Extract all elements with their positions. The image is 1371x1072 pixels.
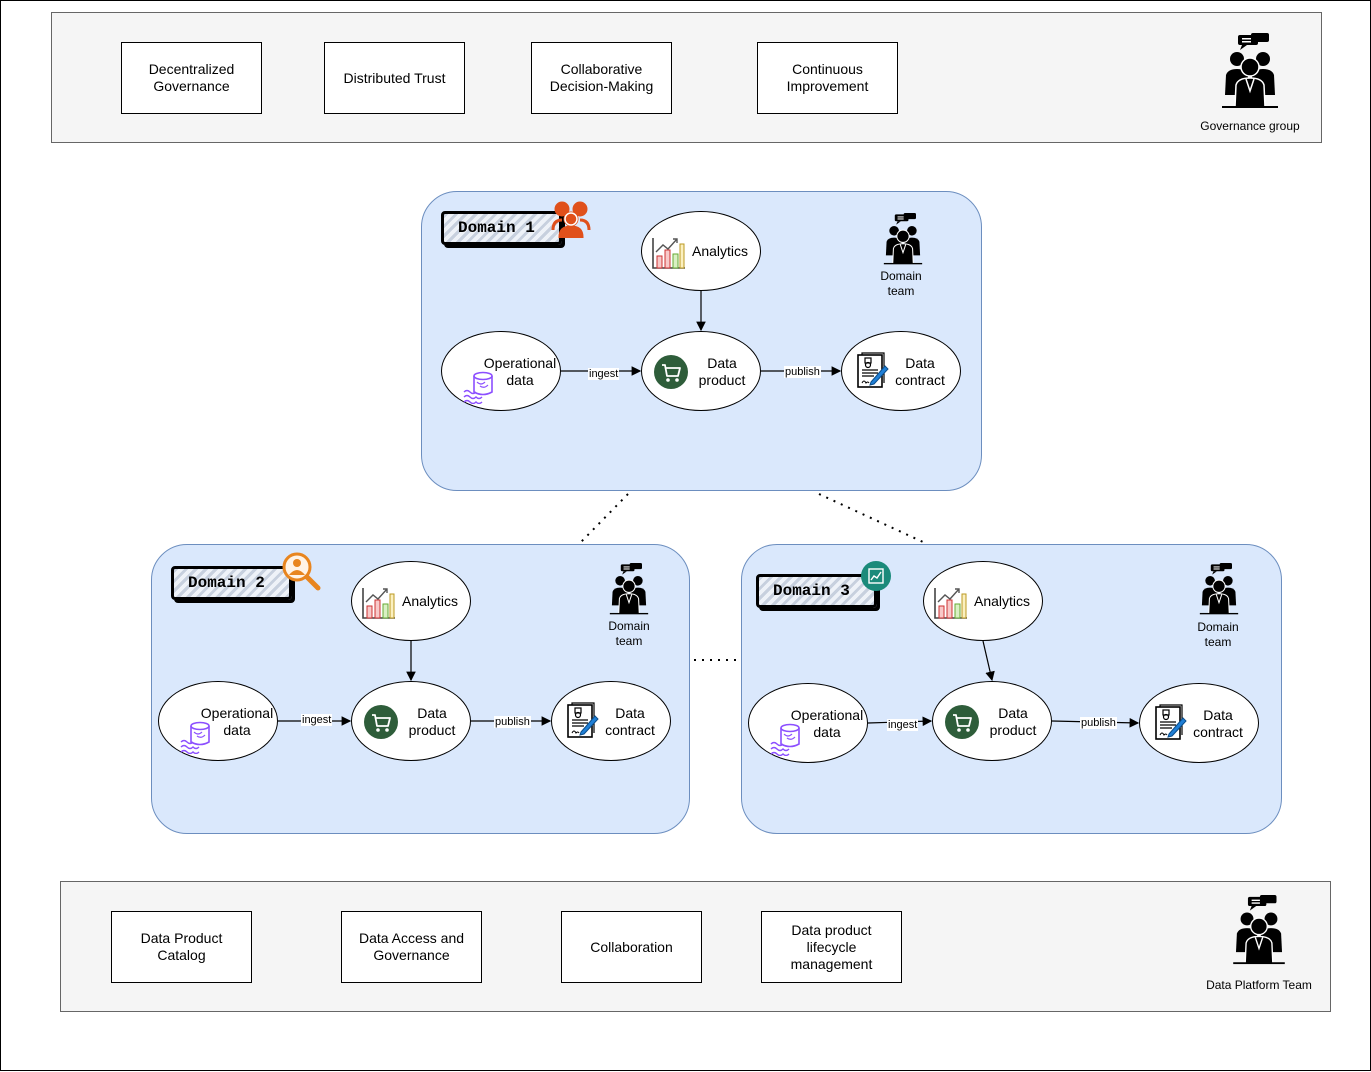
domain-1-team-label: Domain team (880, 269, 922, 298)
domain-1-publish-label: publish (784, 366, 821, 378)
shopping-cart-icon (364, 705, 398, 743)
domain-3-product-node-label: Data product (989, 705, 1037, 738)
domain-2-product-node-label: Data product (408, 705, 456, 738)
domain-2-contract-node-label: Data contract (605, 705, 655, 738)
analytics-chart-icon (933, 586, 969, 624)
contract-document-icon (855, 352, 889, 394)
domain-3-analytics-node: Analytics (923, 561, 1043, 641)
domain-2-analytics-node: Analytics (351, 561, 471, 641)
domain-3-product-node: Data product (932, 681, 1052, 761)
connector-domain1-domain2 (580, 493, 629, 543)
shopping-cart-icon (945, 705, 979, 743)
team-group-icon (1199, 563, 1239, 620)
contract-document-icon (565, 702, 599, 744)
database-icon (769, 722, 803, 760)
principle-distributed-trust: Distributed Trust (324, 42, 465, 114)
domain-1-analytics-node: Analytics (641, 211, 761, 291)
domain-1-operational-node-label: Operational data (483, 355, 557, 388)
team-group-icon (609, 563, 649, 620)
governance-team-label: Governance group (1200, 119, 1300, 133)
domain-3-team-label: Domain team (1197, 620, 1239, 649)
analytics-chart-icon (361, 586, 397, 624)
domain-1-product-node: Data product (641, 331, 761, 411)
governance-band: Decentralized Governance Distributed Tru… (51, 12, 1322, 143)
domain-3-publish-label: publish (1080, 717, 1117, 729)
team-group-icon (881, 213, 925, 270)
contract-document-icon (1153, 704, 1187, 746)
magnifier-person-icon (281, 551, 321, 591)
team-group-icon (1231, 895, 1287, 965)
connector-domain1-domain3 (818, 493, 924, 543)
platform-team-label: Data Platform Team (1206, 978, 1312, 992)
principle-continuous-improvement: Continuous Improvement (757, 42, 898, 114)
domain-2-team-label: Domain team (608, 619, 650, 648)
domain-3-ingest-label: ingest (887, 719, 919, 731)
domain-2-ingest-label: ingest (301, 714, 333, 726)
people-group-icon (551, 198, 591, 239)
domain-1-title: Domain 1 (441, 211, 562, 245)
domain-2-publish-label: publish (494, 716, 531, 728)
domain-3-operational-node-label: Operational data (790, 707, 864, 740)
team-group-icon (1222, 33, 1278, 109)
domain-1-ingest-label: ingest (588, 368, 620, 380)
domain-1-operational-node: Operational data (441, 331, 561, 411)
platform-band: Data Product Catalog Data Access and Gov… (60, 881, 1331, 1012)
domain-2-analytics-node-label: Analytics (402, 593, 459, 609)
principle-decentralized-governance: Decentralized Governance (121, 42, 262, 114)
domain-1-product-node-label: Data product (698, 355, 746, 388)
domain-1-contract-node: Data contract (841, 331, 961, 411)
principle-collaborative-decision-making: Collaborative Decision-Making (531, 42, 672, 114)
domain-1-contract-node-label: Data contract (895, 355, 945, 388)
database-icon (462, 370, 496, 408)
domain-2-product-node: Data product (351, 681, 471, 761)
shopping-cart-icon (654, 355, 688, 393)
domain-3-analytics-node-label: Analytics (974, 593, 1031, 609)
capability-lifecycle-management: Data product lifecycle management (761, 911, 902, 983)
capability-data-access-governance: Data Access and Governance (341, 911, 482, 983)
domain-3-contract-node-label: Data contract (1193, 707, 1243, 740)
domain-2-operational-node-label: Operational data (200, 705, 274, 738)
domain-3-title: Domain 3 (756, 574, 877, 608)
domain-2-contract-node: Data contract (551, 681, 671, 761)
database-icon (179, 720, 213, 758)
domain-1-analytics-node-label: Analytics (692, 243, 749, 259)
domain-2-operational-node: Operational data (158, 681, 278, 761)
chart-badge-icon (861, 561, 891, 591)
domain-3-operational-node: Operational data (748, 683, 868, 763)
domain-2-title: Domain 2 (171, 566, 292, 600)
capability-data-product-catalog: Data Product Catalog (111, 911, 252, 983)
analytics-chart-icon (651, 236, 687, 274)
capability-collaboration: Collaboration (561, 911, 702, 983)
domain-3-contract-node: Data contract (1139, 683, 1259, 763)
